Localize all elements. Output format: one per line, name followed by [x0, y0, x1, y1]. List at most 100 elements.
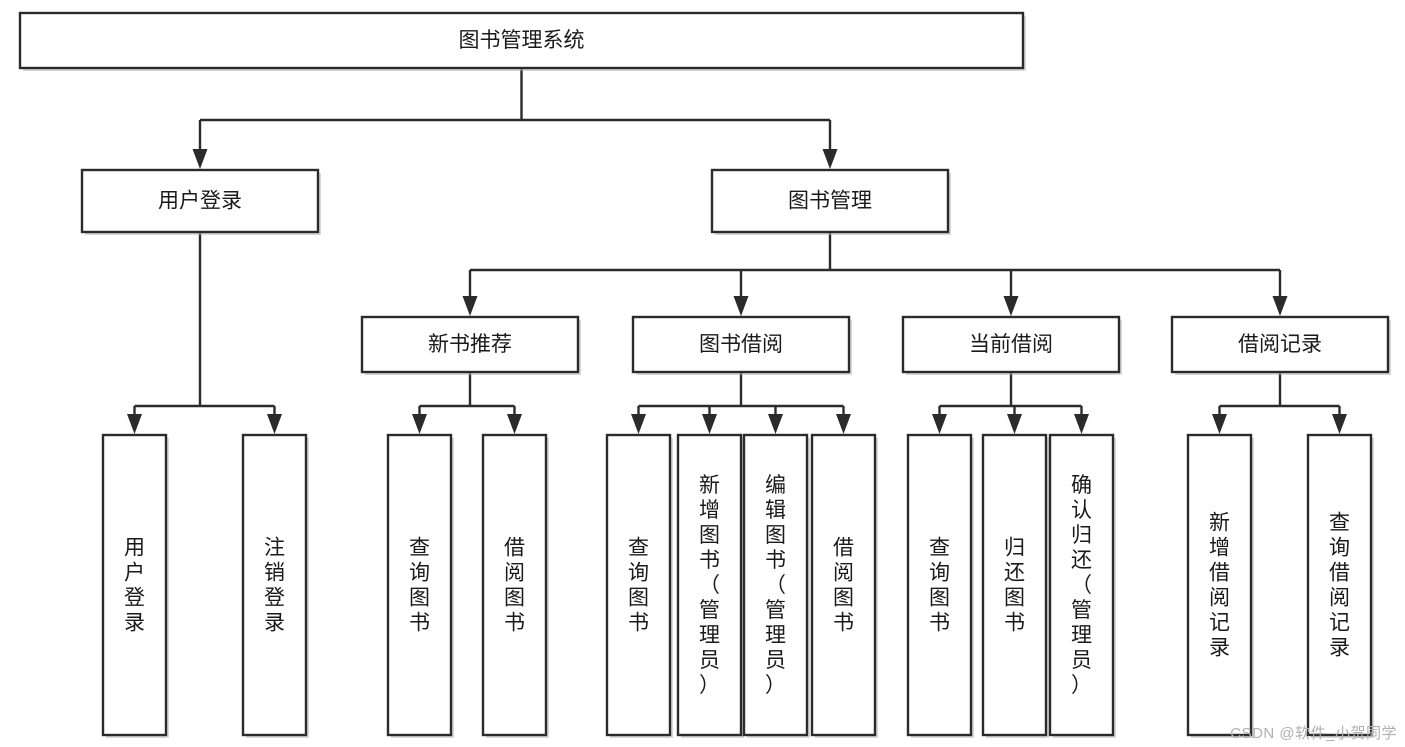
connector-layer — [127, 68, 1347, 434]
node-label-char: 辑 — [765, 499, 786, 522]
connector-group — [127, 232, 282, 434]
node-label-char: 阅 — [833, 562, 854, 585]
node-label-char: 查 — [1329, 512, 1350, 535]
node-label-char: 书 — [765, 549, 786, 572]
node-label-char: 户 — [124, 562, 145, 585]
node-box[interactable] — [1306, 433, 1373, 737]
node-leaf-8[interactable]: 查询图书查询图书 — [906, 433, 974, 738]
node-box[interactable] — [742, 433, 809, 737]
node-box[interactable] — [901, 315, 1121, 374]
node-label-char: 编 — [765, 474, 786, 497]
arrow-head-icon — [1212, 414, 1227, 434]
arrow-head-icon — [127, 414, 142, 434]
connector-group — [192, 68, 838, 169]
node-box[interactable] — [1170, 315, 1390, 374]
node-leaf-7[interactable]: 借阅图书借阅图书 — [810, 433, 878, 738]
node-box[interactable] — [710, 168, 950, 234]
node-leaf-0[interactable]: 用户登录用户登录 — [101, 433, 169, 738]
node-box[interactable] — [1186, 433, 1253, 737]
node-leaf-2[interactable]: 查询图书查询图书 — [386, 433, 454, 738]
node-box[interactable] — [360, 315, 580, 374]
node-label-char: 询 — [409, 562, 430, 585]
node-label-char: 查 — [628, 537, 649, 560]
arrow-head-icon — [702, 414, 717, 434]
node-label-char: 借 — [504, 537, 525, 560]
node-l2-0[interactable]: 用户登录 — [80, 168, 321, 235]
node-label-char: 书 — [833, 612, 854, 635]
node-label-char: （ — [699, 574, 720, 597]
node-box[interactable] — [605, 433, 672, 737]
node-label-char: 管 — [1071, 599, 1092, 622]
node-label-char: 借 — [1209, 562, 1230, 585]
arrow-head-icon — [1007, 414, 1022, 434]
node-l3-2[interactable]: 当前借阅 — [901, 315, 1122, 375]
node-label-char: 还 — [1071, 549, 1092, 572]
connector-group — [1212, 372, 1347, 434]
node-box[interactable] — [386, 433, 453, 737]
node-label-char: 图 — [833, 587, 854, 610]
node-label-char: 书 — [504, 612, 525, 635]
node-label-char: 图 — [699, 524, 720, 547]
node-leaf-9[interactable]: 归还图书归还图书 — [981, 433, 1049, 738]
node-box[interactable] — [101, 433, 168, 737]
connector-group — [932, 372, 1089, 434]
node-label: 当前借阅 — [969, 333, 1053, 356]
node-leaf-1[interactable]: 注销登录注销登录 — [241, 433, 309, 738]
node-label-char: 询 — [929, 562, 950, 585]
node-label-char: 阅 — [504, 562, 525, 585]
arrow-head-icon — [1332, 414, 1347, 434]
arrow-head-icon — [733, 296, 749, 316]
node-leaf-11[interactable]: 新增借阅记录新增借阅记录 — [1186, 433, 1254, 738]
node-label-char: 注 — [264, 537, 285, 560]
node-label-char: 登 — [124, 587, 145, 610]
arrow-head-icon — [1272, 296, 1288, 316]
node-label-char: ） — [765, 674, 786, 697]
node-leaf-4[interactable]: 查询图书查询图书 — [605, 433, 673, 738]
node-l3-3[interactable]: 借阅记录 — [1170, 315, 1391, 375]
node-box[interactable] — [18, 11, 1025, 70]
node-box[interactable] — [481, 433, 548, 737]
node-label-char: 阅 — [1209, 587, 1230, 610]
arrow-head-icon — [822, 149, 838, 169]
node-leaf-12[interactable]: 查询借阅记录查询借阅记录 — [1306, 433, 1374, 738]
node-box[interactable] — [631, 315, 851, 374]
node-root[interactable]: 图书管理系统 — [18, 11, 1026, 71]
node-l2-1[interactable]: 图书管理 — [710, 168, 951, 235]
node-l3-1[interactable]: 图书借阅 — [631, 315, 852, 375]
node-label-char: 增 — [1209, 537, 1230, 560]
node-label-char: 录 — [1329, 637, 1350, 660]
node-label-char: 理 — [699, 624, 720, 647]
node-box[interactable] — [80, 168, 320, 234]
node-box[interactable] — [241, 433, 308, 737]
node-label-char: 用 — [124, 537, 145, 560]
node-label-char: 书 — [929, 612, 950, 635]
node-l3-0[interactable]: 新书推荐 — [360, 315, 581, 375]
node-label-char: 确 — [1071, 474, 1092, 497]
node-box[interactable] — [810, 433, 877, 737]
node-label-char: （ — [765, 574, 786, 597]
node-label-char: 记 — [1329, 612, 1350, 635]
connector-group — [412, 372, 522, 434]
node-box[interactable] — [1048, 433, 1115, 737]
node-label-char: 增 — [699, 499, 720, 522]
node-leaf-3[interactable]: 借阅图书借阅图书 — [481, 433, 549, 738]
node-label-char: 询 — [1329, 537, 1350, 560]
node-box[interactable] — [906, 433, 973, 737]
arrow-head-icon — [192, 149, 208, 169]
node-label-char: 新 — [699, 474, 720, 497]
node-label-char: 员 — [765, 649, 786, 672]
node-label-char: 查 — [929, 537, 950, 560]
node-box[interactable] — [981, 433, 1048, 737]
node-box[interactable] — [676, 433, 743, 737]
node-label-char: 录 — [124, 612, 145, 635]
node-label: 借阅记录 — [1238, 333, 1322, 356]
node-label: 图书管理 — [788, 190, 872, 213]
node-layer: 图书管理系统用户登录图书管理新书推荐图书借阅当前借阅借阅记录用户登录用户登录注销… — [18, 11, 1391, 738]
connector-group — [631, 372, 851, 434]
node-label-char: 理 — [765, 624, 786, 647]
arrow-head-icon — [768, 414, 783, 434]
